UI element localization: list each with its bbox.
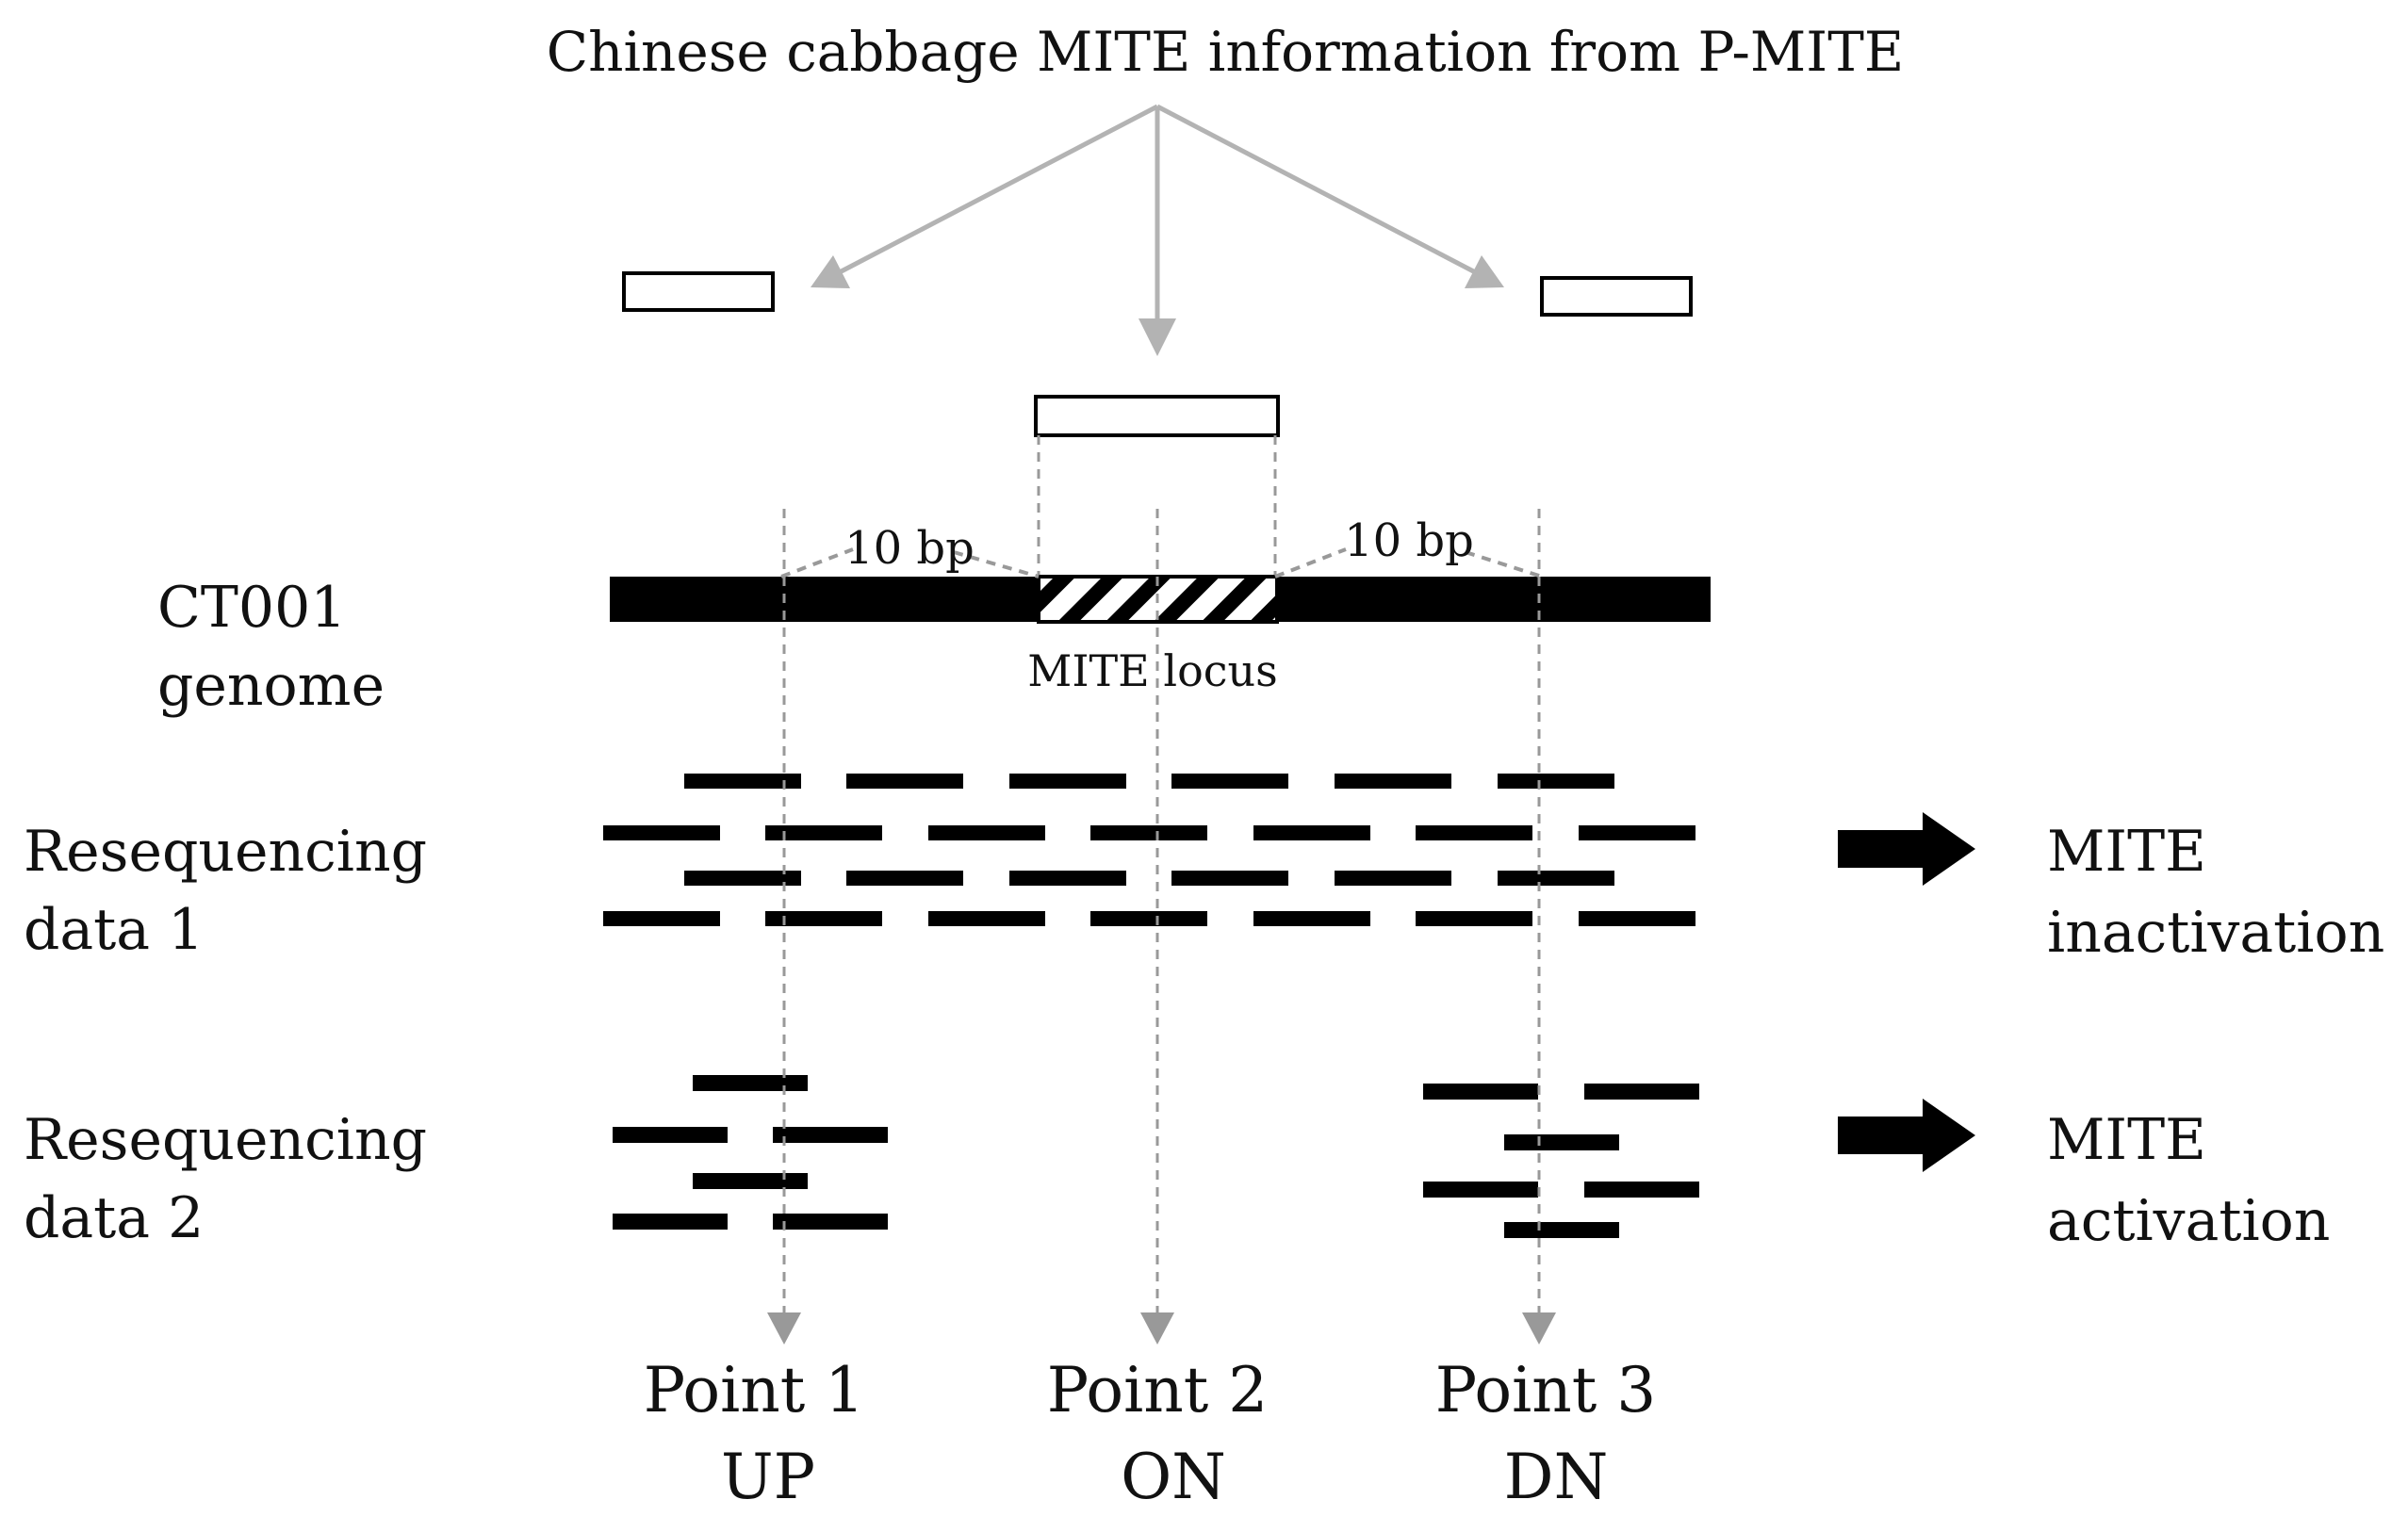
read [1253, 911, 1370, 926]
ct001-genome-bar [610, 575, 1711, 624]
read [1171, 774, 1288, 789]
arrow-head-locus [1138, 318, 1176, 356]
read [1335, 871, 1451, 886]
point-3-code: DN [1504, 1441, 1609, 1513]
outcome-1-line1: MITE [2047, 819, 2206, 885]
reseq-2-label-line2: data 2 [24, 1185, 204, 1251]
diagram-title: Chinese cabbage MITE information from P-… [547, 20, 1905, 84]
arrow-head-downstream [1465, 255, 1504, 288]
read [1504, 1222, 1619, 1238]
arrow-to-upstream [830, 104, 1159, 279]
read [846, 774, 963, 789]
mite-boxes [622, 271, 1693, 437]
reads-data-1 [603, 774, 1695, 926]
read [1498, 774, 1614, 789]
point-1-code: UP [721, 1441, 815, 1513]
point-2-arrowhead [1140, 1312, 1174, 1345]
point-arrowheads [767, 1312, 1556, 1345]
read [1579, 825, 1695, 840]
read [846, 871, 963, 886]
arrow-to-downstream [1155, 104, 1484, 279]
read [603, 911, 720, 926]
read [684, 871, 801, 886]
outcome-arrow-2 [1838, 1099, 1975, 1172]
mite-locus-label: MITE locus [1027, 645, 1278, 696]
outcome-1-line2: inactivation [2047, 900, 2384, 966]
read [1504, 1134, 1619, 1150]
read [1090, 911, 1207, 926]
outcome-arrow-1 [1838, 812, 1975, 886]
read [1423, 1182, 1538, 1198]
read [1579, 911, 1695, 926]
read [1009, 774, 1126, 789]
read [1253, 825, 1370, 840]
read [773, 1127, 888, 1143]
read [1090, 825, 1207, 840]
read [1584, 1182, 1699, 1198]
read [613, 1214, 728, 1230]
read [773, 1214, 888, 1230]
reseq-2-label-line1: Resequencing [24, 1107, 427, 1173]
read [1009, 871, 1126, 886]
genome-label-line1: CT001 [157, 575, 346, 641]
mite-box-locus [1034, 395, 1280, 437]
genome-label-line2: genome [157, 653, 385, 719]
point-2-code: ON [1121, 1441, 1226, 1513]
point-3-name: Point 3 [1435, 1354, 1657, 1426]
read [693, 1075, 808, 1091]
genome-right-segment [1277, 577, 1711, 622]
read [765, 825, 882, 840]
genome-left-segment [610, 577, 1039, 622]
read [928, 825, 1045, 840]
read [1335, 774, 1451, 789]
locus-guides [1037, 435, 1277, 577]
read [1423, 1084, 1538, 1100]
read [684, 774, 801, 789]
read [603, 825, 720, 840]
read [1416, 911, 1532, 926]
mite-box-downstream [1540, 276, 1693, 317]
read [613, 1127, 728, 1143]
read [1416, 825, 1532, 840]
point-1-arrowhead [767, 1312, 801, 1345]
reads-data-2 [613, 1075, 1699, 1238]
reseq-1-label-line1: Resequencing [24, 819, 427, 885]
flank-left-label: 10 bp [844, 522, 975, 575]
mite-box-upstream [622, 271, 775, 312]
arrow-head-upstream [811, 255, 850, 288]
point-2-name: Point 2 [1047, 1354, 1269, 1426]
read [1498, 871, 1614, 886]
reseq-1-label-line2: data 1 [24, 897, 204, 963]
read [765, 911, 882, 926]
point-3-arrowhead [1522, 1312, 1556, 1345]
read [1171, 871, 1288, 886]
flank-right-label: 10 bp [1344, 514, 1474, 567]
source-arrows [811, 104, 1504, 356]
read [1584, 1084, 1699, 1100]
read [693, 1173, 808, 1189]
outcome-2-line2: activation [2047, 1188, 2330, 1254]
outcome-2-line1: MITE [2047, 1107, 2206, 1173]
read [928, 911, 1045, 926]
flank-connectors [780, 547, 1543, 579]
point-1-name: Point 1 [644, 1354, 865, 1426]
